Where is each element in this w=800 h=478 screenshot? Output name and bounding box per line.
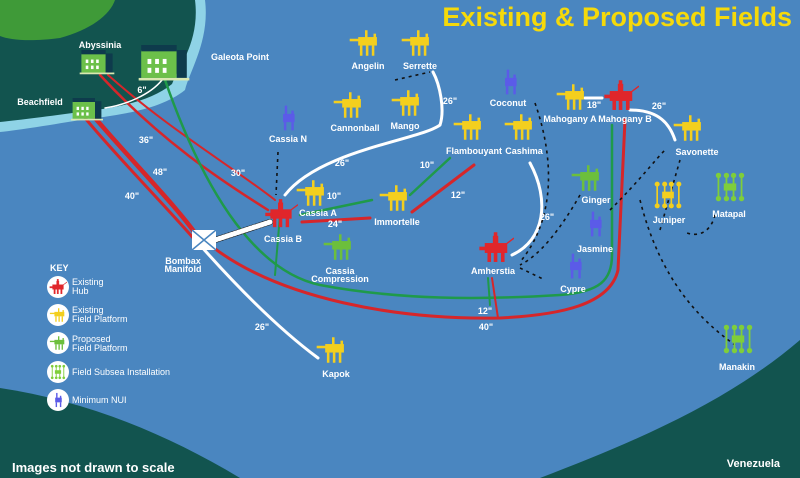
oil-pipe-24 — [300, 216, 372, 224]
field-labels: Angelin Serrette Coconut Mahogany A Maho… — [165, 61, 756, 379]
label-cannonball: Cannonball — [331, 123, 380, 133]
svg-text:26": 26" — [540, 212, 554, 222]
svg-text:Existing: Existing — [72, 277, 104, 287]
label-serrette: Serrette — [403, 61, 437, 71]
export-26-cassia — [283, 70, 444, 197]
label-mahogany-a: Mahogany A — [543, 114, 597, 124]
label-beachfield: Beachfield — [17, 97, 63, 107]
svg-text:12": 12" — [451, 190, 465, 200]
label-cypre: Cypre — [560, 284, 586, 294]
svg-text:Existing: Existing — [72, 305, 104, 315]
label-cassia-compression-1: Cassia — [325, 266, 355, 276]
label-kapok: Kapok — [322, 369, 351, 379]
label-galeota-point: Galeota Point — [211, 52, 269, 62]
bombax-manifold-icon — [191, 229, 217, 251]
label-venezuela: Venezuela — [727, 458, 781, 470]
svg-text:10": 10" — [420, 160, 434, 170]
svg-text:18": 18" — [587, 100, 601, 110]
label-savonette: Savonette — [675, 147, 718, 157]
key-item-subsea: Field Subsea Installation — [47, 361, 170, 383]
oil-pipe-40-main — [208, 118, 627, 320]
label-cassia-a: Cassia A — [299, 208, 337, 218]
label-cassia-compression-2: Compression — [311, 274, 369, 284]
export-26-savonette — [628, 108, 677, 142]
gas-pipe-10-flambouyant — [408, 156, 452, 197]
label-juniper: Juniper — [653, 215, 686, 225]
svg-text:6": 6" — [137, 85, 146, 95]
svg-text:36": 36" — [139, 135, 153, 145]
oil-pipe-12 — [410, 163, 476, 214]
svg-text:Hub: Hub — [72, 286, 89, 296]
label-manakin: Manakin — [719, 362, 755, 372]
svg-text:40": 40" — [479, 322, 493, 332]
gas-pipe-10-cassia — [298, 198, 374, 217]
svg-text:30": 30" — [231, 168, 245, 178]
beachfield-terminal — [71, 98, 103, 121]
label-mango: Mango — [391, 121, 420, 131]
export-26-cashima — [510, 161, 544, 257]
gas-pipe-main — [163, 78, 614, 300]
svg-text:Field Platform: Field Platform — [72, 314, 128, 324]
pipelines — [83, 70, 677, 360]
label-cashima: Cashima — [505, 146, 544, 156]
oil-pipe-30 — [107, 74, 276, 201]
abyssinia-terminal — [79, 50, 115, 75]
svg-text:12": 12" — [478, 306, 492, 316]
label-mahogany-b: Mahogany B — [598, 114, 652, 124]
amherstia-oil — [491, 277, 499, 319]
label-ginger: Ginger — [581, 195, 611, 205]
svg-text:24": 24" — [328, 219, 342, 229]
svg-text:48": 48" — [153, 167, 167, 177]
installations — [191, 30, 753, 363]
label-bombax-2: Manifold — [165, 264, 202, 274]
key-title: KEY — [50, 263, 69, 273]
label-immortelle: Immortelle — [374, 217, 420, 227]
svg-text:Field Platform: Field Platform — [72, 343, 128, 353]
svg-text:Minimum NUI: Minimum NUI — [72, 395, 127, 405]
label-angelin: Angelin — [352, 61, 385, 71]
label-cassia-n: Cassia N — [269, 134, 307, 144]
label-amherstia: Amherstia — [471, 266, 516, 276]
label-bombax-1: Bombax — [165, 256, 201, 266]
scale-disclaimer: Images not drawn to scale — [12, 460, 175, 475]
venezuela-land-right — [540, 340, 800, 478]
label-cassia-b: Cassia B — [264, 234, 303, 244]
oil-pipe-36 — [98, 73, 270, 212]
label-matapal: Matapal — [712, 209, 746, 219]
svg-text:26": 26" — [652, 101, 666, 111]
key-item-nui: Minimum NUI — [47, 389, 127, 411]
label-abyssinia: Abyssinia — [79, 40, 123, 50]
palm-trees — [0, 0, 115, 41]
svg-text:40": 40" — [125, 191, 139, 201]
svg-text:10": 10" — [327, 191, 341, 201]
export-6 — [104, 79, 163, 109]
label-jasmine: Jasmine — [577, 244, 613, 254]
map-title: Existing & Proposed Fields — [442, 2, 792, 32]
oil-pipe-40 — [83, 116, 197, 242]
label-flambouyant: Flambouyant — [446, 146, 502, 156]
svg-text:Proposed: Proposed — [72, 334, 111, 344]
svg-text:26": 26" — [443, 96, 457, 106]
amherstia-gas — [487, 277, 491, 306]
svg-text:Field Subsea Installation: Field Subsea Installation — [72, 367, 170, 377]
svg-text:26": 26" — [335, 158, 349, 168]
svg-text:26": 26" — [255, 322, 269, 332]
galeota-terminal — [138, 45, 190, 81]
export-26-kapok — [198, 243, 320, 360]
label-coconut: Coconut — [490, 98, 527, 108]
oil-pipe-48 — [92, 115, 203, 243]
pipe-size-labels: 6" 36" 48" 40" 30" 26" 10" 24" 10" 12" 2… — [125, 85, 666, 332]
